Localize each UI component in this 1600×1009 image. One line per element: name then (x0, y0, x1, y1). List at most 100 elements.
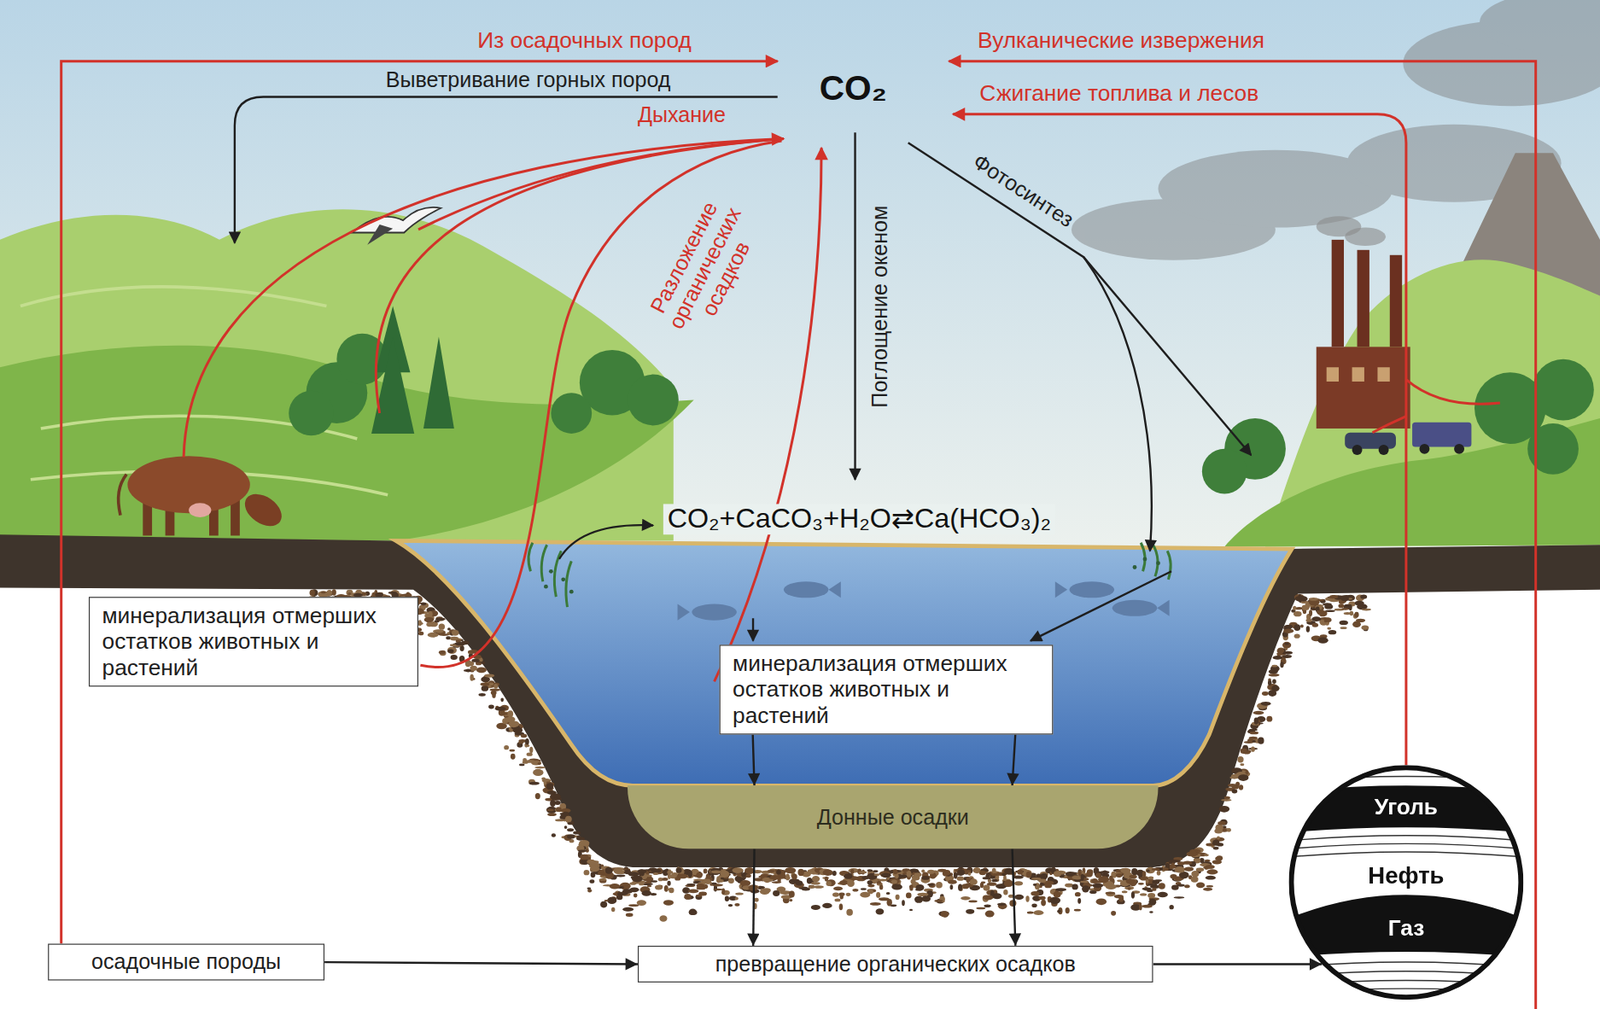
pebble (1257, 737, 1264, 745)
pebble (1226, 828, 1232, 833)
pebble (1317, 637, 1328, 644)
pebble (438, 624, 445, 631)
pebble (1237, 774, 1249, 782)
pebble (484, 673, 495, 678)
pebble (1152, 881, 1157, 885)
pebble (683, 893, 691, 900)
pebble (420, 601, 427, 606)
pebble (957, 884, 963, 892)
pebble (1149, 910, 1154, 914)
pebble (1184, 866, 1194, 871)
pebble (529, 747, 533, 754)
cars (1454, 443, 1465, 455)
pebble (1337, 603, 1344, 608)
cars (1344, 422, 1472, 456)
pebble (921, 895, 931, 902)
pebble (1277, 648, 1285, 654)
pebble (986, 882, 998, 887)
pebble (666, 881, 671, 887)
pebble (1055, 887, 1067, 892)
pebble (1293, 611, 1303, 617)
pebble (1268, 673, 1280, 678)
pebble (537, 762, 542, 765)
pebble (650, 880, 658, 883)
fossil-fuel-circle: УгольНефтьГаз (1288, 764, 1524, 1000)
pebble (661, 877, 668, 882)
pebble (874, 873, 881, 876)
pebble (1302, 604, 1310, 611)
pebble (1224, 796, 1231, 800)
black-flow-lines (234, 97, 1251, 642)
pebble (578, 849, 587, 853)
pebble (772, 890, 780, 897)
pebble (488, 704, 495, 709)
pebble (1217, 821, 1226, 825)
cow (230, 500, 240, 537)
pebble (535, 793, 541, 800)
pebble (576, 835, 581, 840)
black-flow-lines (853, 132, 856, 479)
pebble (1071, 883, 1078, 890)
pebble (1196, 882, 1205, 889)
pebble (767, 870, 776, 873)
left-hills (0, 209, 695, 541)
pebble (1120, 868, 1131, 874)
pebble (695, 894, 702, 898)
pebble (667, 869, 672, 874)
pebble (617, 892, 624, 896)
fish (677, 604, 690, 621)
cow (188, 502, 211, 518)
pebble (503, 745, 509, 750)
pebble (1127, 887, 1132, 891)
pebble (1191, 870, 1199, 878)
pebble (1091, 878, 1098, 884)
pebble (1352, 621, 1361, 628)
pebble (1102, 870, 1108, 878)
strata (1288, 971, 1524, 977)
water-plants (528, 543, 1171, 608)
pebble (745, 874, 751, 878)
pebble (579, 854, 590, 861)
pebble (965, 909, 975, 915)
pebble (784, 867, 796, 874)
pebble (426, 622, 433, 627)
pebble (1249, 731, 1260, 736)
pebble (642, 890, 652, 897)
pebble (615, 874, 625, 877)
pebble (1027, 910, 1034, 914)
red-flow-lines (375, 139, 784, 414)
pebble (1348, 604, 1353, 611)
fuel-label: Нефть (1288, 863, 1524, 889)
pebble (909, 909, 913, 911)
pebble (1239, 763, 1244, 766)
pebble (597, 872, 604, 876)
pebble (455, 642, 467, 646)
pebble (518, 741, 524, 744)
pebble (915, 884, 924, 892)
pebble (622, 907, 634, 912)
pebble (500, 697, 504, 702)
pebble (711, 870, 723, 875)
pebble (1292, 606, 1297, 611)
pebble (547, 812, 557, 817)
pebble (554, 818, 565, 822)
pebble (600, 901, 608, 909)
factory (1331, 239, 1344, 347)
pebble (1237, 756, 1244, 763)
pebble (1354, 601, 1365, 607)
factory (1389, 255, 1402, 348)
pebble (846, 880, 855, 888)
pebble (873, 870, 879, 873)
pebble (618, 892, 629, 896)
pebble (720, 870, 730, 878)
pebble (721, 887, 725, 895)
pebble (566, 828, 574, 832)
pebble (1016, 882, 1022, 886)
pebble (728, 877, 735, 884)
pebble (490, 690, 497, 696)
pebble (689, 909, 697, 917)
pebble (688, 889, 700, 894)
pebble (447, 627, 451, 631)
pebble (906, 870, 912, 878)
pebble (982, 884, 990, 891)
